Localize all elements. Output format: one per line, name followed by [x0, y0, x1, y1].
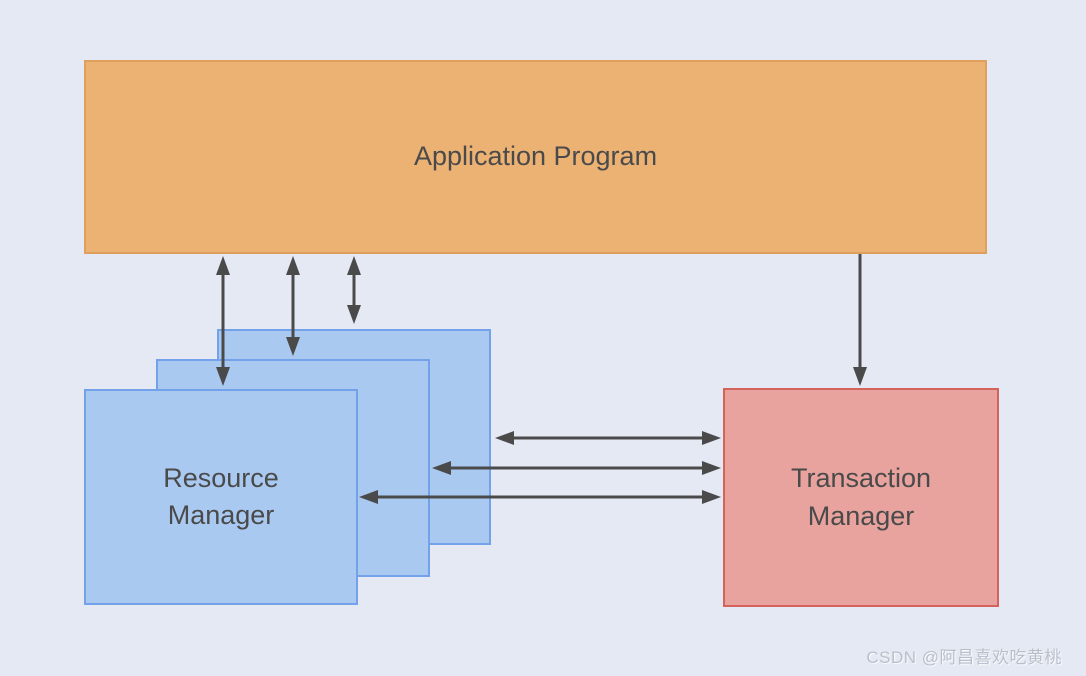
arrow-app-rm-3: [347, 256, 361, 324]
arrow-head-down: [853, 367, 867, 386]
arrow-rm-tm-1: [495, 431, 721, 445]
arrow-head-right: [702, 431, 721, 445]
arrow-head-right: [702, 490, 721, 504]
arrow-head-up: [216, 256, 230, 275]
transaction-manager-label-line2: Manager: [807, 500, 915, 531]
node-transaction-manager: Transaction Manager: [723, 388, 999, 607]
arrow-head-left: [495, 431, 514, 445]
resource-manager-label-line1: Resource: [163, 462, 279, 493]
arrow-head-up: [286, 256, 300, 275]
arrow-app-tm: [853, 254, 867, 386]
transaction-manager-label-line1: Transaction: [790, 463, 932, 494]
arrow-head-down: [347, 305, 361, 324]
application-program-label: Application Program: [413, 141, 658, 172]
node-application-program: Application Program: [84, 60, 987, 254]
watermark: CSDN @阿昌喜欢吃黄桃: [866, 648, 1062, 667]
resource-manager-label: Resource Manager: [163, 460, 279, 535]
transaction-manager-label: Transaction Manager: [791, 460, 931, 535]
arrow-head-right: [702, 461, 721, 475]
resource-manager-label-line2: Manager: [167, 500, 275, 530]
node-resource-manager: Resource Manager: [84, 389, 358, 605]
arrow-head-up: [347, 256, 361, 275]
